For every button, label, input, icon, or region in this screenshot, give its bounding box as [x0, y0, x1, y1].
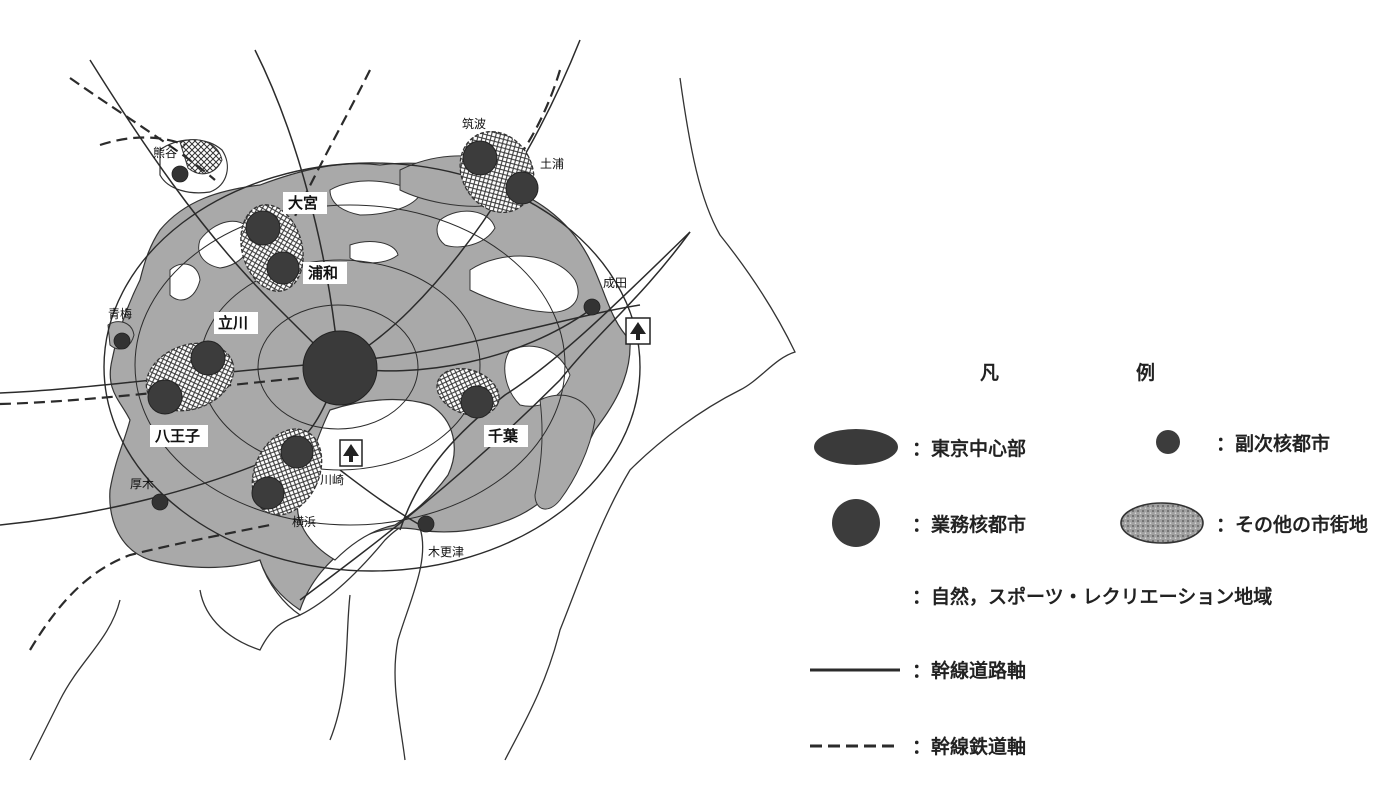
label-urawa: 浦和 — [308, 264, 338, 282]
label-kisarazu: 木更津 — [428, 545, 464, 559]
sub-core-cities — [113, 165, 601, 533]
label-yokohama: 横浜 — [292, 515, 316, 529]
legend-title-left: 凡 — [980, 362, 1000, 384]
legend-item-other-urban: ：その他の市街地 — [1116, 500, 1368, 546]
legend-symbol-trunk-road — [806, 664, 904, 676]
metropolitan-map: 熊谷 筑波 土浦 大宮 浦和 成田 青梅 立川 八王子 千葉 川崎 厚木 横浜 … — [0, 39, 796, 761]
legend-label-other-urban: ：その他の市街地 — [1216, 513, 1369, 536]
legend-label-trunk-road: ：幹線道路軸 — [912, 660, 1027, 682]
legend-title-right: 例 — [1136, 362, 1156, 384]
label-tsukuba: 筑波 — [462, 116, 486, 131]
legend-symbol-sub-core — [1150, 428, 1186, 456]
legend-item-sub-core: ：副次核都市 — [1150, 428, 1330, 456]
legend-symbol-trunk-rail — [806, 740, 904, 752]
legend-symbol-other-urban — [1116, 500, 1208, 546]
label-narita: 成田 — [603, 276, 627, 290]
legend-label-tokyo-center: ：東京中心部 — [912, 437, 1027, 460]
coastline — [29, 77, 796, 761]
label-chiba: 千葉 — [488, 427, 519, 445]
label-ome: 青梅 — [108, 306, 132, 321]
legend-item-business-core: ：業務核都市 — [810, 498, 1026, 548]
label-omiya: 大宮 — [288, 194, 318, 212]
label-atsugi: 厚木 — [130, 477, 154, 491]
tokyo-center — [302, 330, 378, 406]
business-core-cities — [147, 140, 539, 510]
label-tsuchiura: 土浦 — [540, 157, 564, 171]
legend-label-business-core: ：業務核都市 — [912, 513, 1027, 536]
label-kawasaki: 川崎 — [320, 473, 344, 487]
label-hachioji: 八王子 — [154, 427, 200, 445]
legend-item-tokyo-center: ：東京中心部 — [810, 428, 1026, 466]
legend-symbol-tokyo-center — [810, 428, 902, 466]
legend-item-nature-area: ：自然，スポーツ・レクリエーション地域 — [912, 582, 1272, 609]
label-tachikawa: 立川 — [218, 314, 248, 332]
label-kumagaya: 熊谷 — [153, 145, 177, 160]
airport-icon-haneda — [339, 439, 363, 467]
legend-item-trunk-rail: ：幹線鉄道軸 — [806, 732, 1026, 759]
legend-item-trunk-road: ：幹線道路軸 — [806, 656, 1026, 683]
legend-label-sub-core: ：副次核都市 — [1216, 432, 1331, 455]
airport-icon-narita — [625, 317, 651, 345]
map-legend: 凡 例 ：東京中心部 ：副次核都市 ：業務核都市 — [800, 340, 1400, 785]
legend-symbol-business-core — [810, 498, 902, 548]
legend-label-nature-area: ：自然，スポーツ・レクリエーション地域 — [912, 586, 1273, 608]
legend-label-trunk-rail: ：幹線鉄道軸 — [912, 736, 1027, 758]
